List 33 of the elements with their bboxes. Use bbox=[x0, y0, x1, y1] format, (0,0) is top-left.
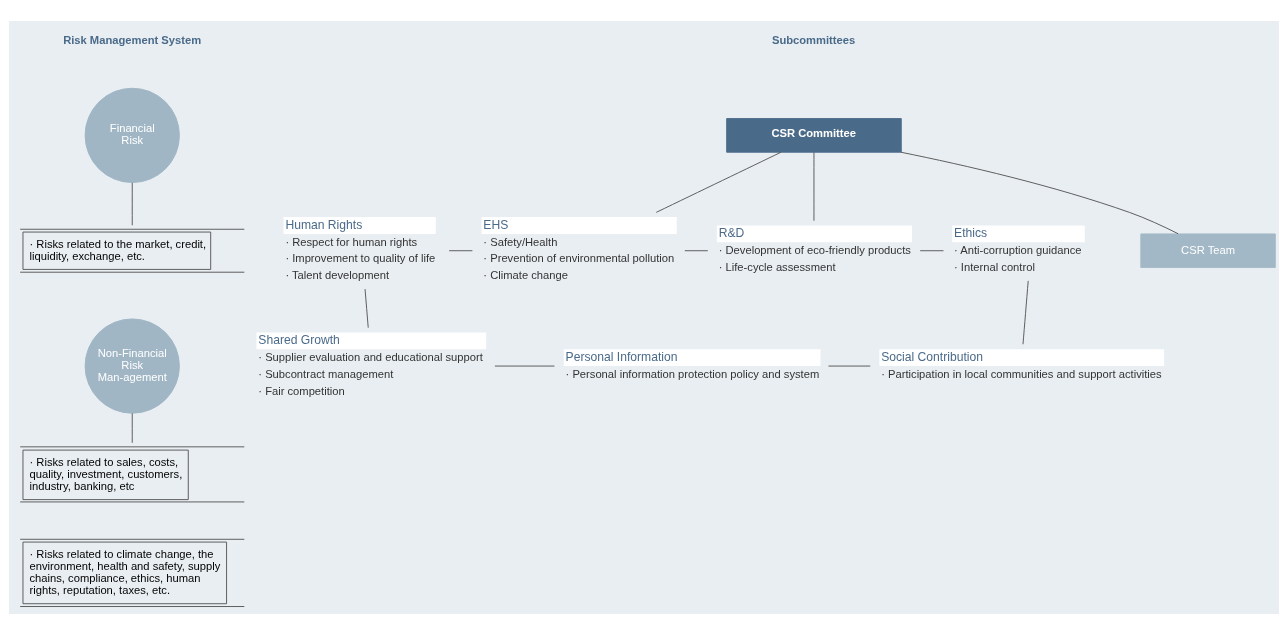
node-label: · Subcontract management bbox=[258, 367, 394, 380]
connector bbox=[448, 249, 473, 251]
node-label: · Personal information protection policy and system bbox=[565, 367, 820, 380]
connector bbox=[828, 365, 871, 367]
node-label: · Life-cycle assessment bbox=[718, 260, 836, 273]
connector bbox=[131, 181, 133, 226]
connector bbox=[364, 288, 369, 328]
node-box: CSR Team bbox=[1140, 232, 1276, 268]
label: Subcommittees bbox=[771, 33, 856, 46]
node-label: · Supplier evaluation and educational support bbox=[258, 350, 483, 363]
label: Risk Management System bbox=[63, 33, 202, 46]
connector bbox=[919, 249, 944, 251]
connector bbox=[655, 151, 782, 213]
connector bbox=[131, 412, 133, 443]
node-label: · Respect for human rights bbox=[285, 235, 418, 248]
connector bbox=[1022, 279, 1029, 345]
node-label: · Improvement to quality of life bbox=[285, 252, 436, 264]
connector bbox=[900, 151, 1179, 234]
node-label: · Participation in local communities and support activities bbox=[881, 367, 1162, 380]
node-circle: Financial Risk bbox=[84, 87, 180, 183]
node-circle: Non-Financial Risk Man-agement bbox=[84, 317, 180, 414]
node-label: · Talent development bbox=[285, 268, 390, 281]
node-box: CSR Committee bbox=[726, 117, 902, 153]
node-label: · Development of eco-friendly products bbox=[718, 243, 911, 256]
node-label: · Internal control bbox=[954, 260, 1035, 273]
connector bbox=[813, 151, 815, 221]
connector bbox=[684, 249, 709, 251]
node-label: · Prevention of environmental pollution bbox=[483, 252, 675, 264]
node-label: · Anti-corruption guidance bbox=[954, 243, 1082, 256]
node-label: · Fair competition bbox=[258, 384, 345, 397]
node-label: · Climate change bbox=[483, 268, 568, 281]
connector bbox=[494, 365, 555, 367]
node-label: · Safety/Health bbox=[483, 235, 558, 248]
